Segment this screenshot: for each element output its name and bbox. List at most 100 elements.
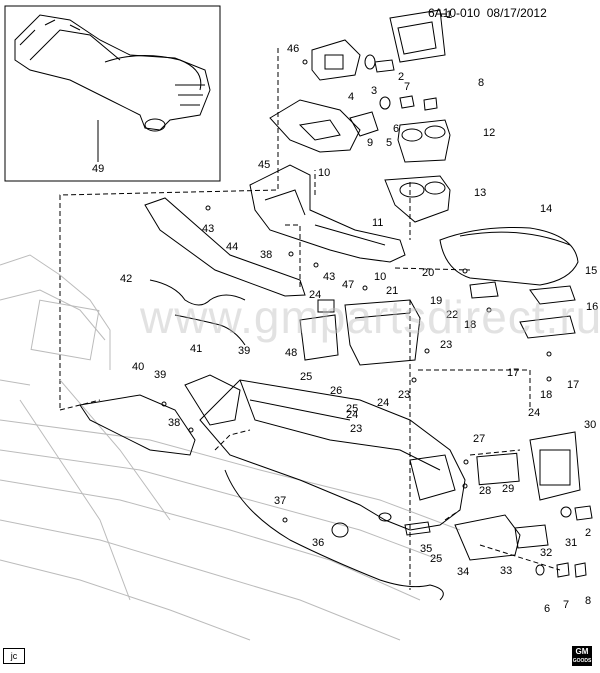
part-2b-plug (574, 505, 593, 521)
callout-42: 42 (120, 273, 132, 285)
callout-49: 49 (92, 163, 104, 175)
callout-46: 46 (287, 43, 299, 55)
part-5-trim (349, 111, 379, 137)
part-42-harness (149, 279, 246, 306)
callout-30: 30 (584, 419, 596, 431)
part-44-trim-strip (144, 197, 306, 297)
callout-5: 5 (386, 137, 392, 149)
part-34-harness (224, 469, 444, 601)
callout-37: 37 (274, 495, 286, 507)
callout-2: 2 (398, 71, 404, 83)
callout-36: 36 (312, 537, 324, 549)
callout-10: 10 (318, 167, 330, 179)
callout-43b: 43 (323, 271, 335, 283)
callout-39b: 39 (238, 345, 250, 357)
part-9-shift-bezel (269, 99, 361, 153)
part-16-hinge (519, 315, 576, 339)
callout-25c: 25 (430, 553, 442, 565)
callout-25: 25 (300, 371, 312, 383)
callout-18: 18 (464, 319, 476, 331)
part-14-armrest (439, 227, 579, 286)
callout-10b: 10 (374, 271, 386, 283)
gm-logo-subtext: GOODS (572, 658, 592, 664)
callout-38b: 38 (168, 417, 180, 429)
callout-15: 15 (585, 265, 597, 277)
callout-21: 21 (386, 285, 398, 297)
part-41-bracket (184, 374, 241, 426)
callout-32: 32 (540, 547, 552, 559)
callout-35: 35 (420, 543, 432, 555)
callout-34: 34 (457, 566, 469, 578)
part-12-cupholder (397, 119, 451, 163)
callout-18b: 18 (540, 389, 552, 401)
callout-38: 38 (260, 249, 272, 261)
callout-9: 9 (367, 137, 373, 149)
inset-console-drawing (14, 14, 211, 132)
callout-48: 48 (285, 347, 297, 359)
callout-25b: 25 (346, 403, 358, 415)
callout-7b: 7 (563, 599, 569, 611)
part-31-socket (560, 506, 572, 518)
part-19-clip (469, 281, 499, 299)
callout-31: 31 (565, 537, 577, 549)
callout-23b: 23 (398, 389, 410, 401)
callout-23c: 23 (350, 423, 362, 435)
gm-logo: GM GOODS (572, 646, 592, 666)
callout-45: 45 (258, 159, 270, 171)
callout-27: 27 (473, 433, 485, 445)
callout-24c: 24 (528, 407, 540, 419)
callout-2b: 2 (585, 527, 591, 539)
callout-39: 39 (154, 369, 166, 381)
fasteners (161, 59, 552, 523)
part-32-tray (514, 524, 549, 549)
callout-23: 23 (440, 339, 452, 351)
callout-29: 29 (502, 483, 514, 495)
part-33-lower-panel (454, 514, 521, 561)
callout-28: 28 (479, 485, 491, 497)
part-6b-socket (535, 564, 545, 576)
part-2-plug (374, 59, 395, 73)
callout-17b: 17 (567, 379, 579, 391)
part-4-holder (311, 39, 361, 81)
callout-47: 47 (342, 279, 354, 291)
callout-6: 6 (393, 123, 399, 135)
part-6-socket (379, 96, 391, 110)
part-1-bezel (389, 9, 446, 63)
callout-40: 40 (132, 361, 144, 373)
part-7b-plug (556, 562, 570, 578)
part-7-plug (399, 95, 415, 109)
main-console-body (199, 379, 466, 531)
diagram-date: 08/17/2012 (486, 6, 547, 20)
vehicle-background (0, 254, 461, 641)
callout-labels: 1 46 2 4 3 7 8 6 12 9 5 45 10 13 43 44 1… (92, 9, 598, 615)
part-8-cap (423, 97, 438, 111)
callout-11: 11 (372, 217, 383, 229)
callout-7: 7 (404, 81, 410, 93)
callout-41: 41 (190, 343, 202, 355)
part-13-insert (384, 175, 451, 223)
part-15-latch (529, 285, 576, 305)
callout-24d: 24 (346, 409, 358, 421)
callout-44: 44 (226, 241, 238, 253)
callout-33: 33 (500, 565, 512, 577)
callout-24b: 24 (377, 397, 389, 409)
diagram-ref-code: 6A10-010 (428, 6, 481, 20)
callout-26: 26 (330, 385, 342, 397)
part-40-side-panel (79, 394, 196, 456)
callout-12: 12 (483, 127, 495, 139)
assembly-leaders (59, 48, 561, 590)
corner-code-label: jc (3, 648, 25, 664)
part-48-module (299, 314, 339, 361)
part-29-vent (476, 452, 520, 486)
part-30-bezel (529, 431, 581, 501)
callout-22: 22 (446, 309, 458, 321)
diagram-reference-header: 6A10-010 08/17/2012 (428, 6, 547, 20)
part-47-module (317, 299, 335, 313)
part-22-storage-bin (344, 299, 421, 366)
callout-8: 8 (478, 77, 484, 89)
callout-4: 4 (348, 91, 354, 103)
part-35-clip (404, 521, 431, 536)
part-8b-cap (574, 562, 587, 578)
